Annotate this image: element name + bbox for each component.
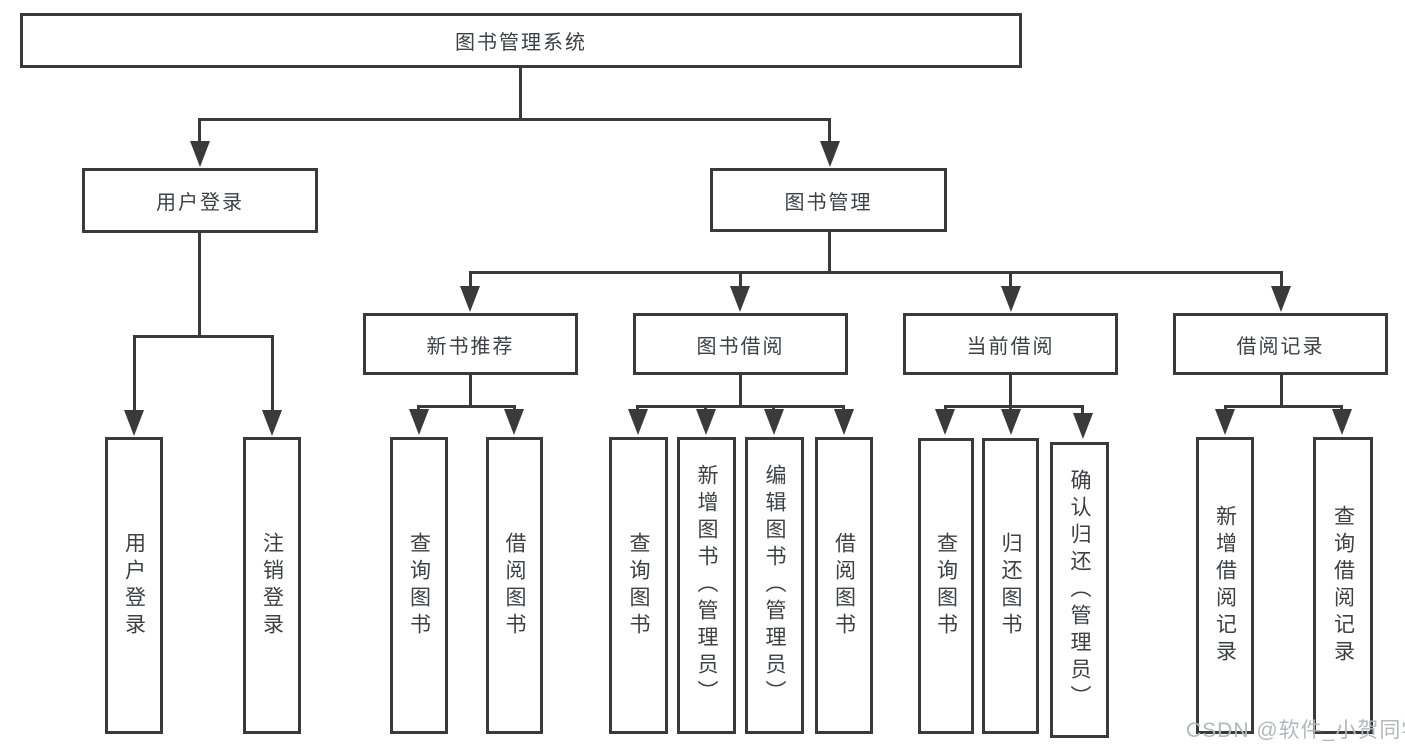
- node-new-book-recommend: 新书推荐: [363, 313, 578, 375]
- leaf-confirm-return-admin: 确认归还（管理员）: [1050, 442, 1109, 738]
- connector-stub: [842, 405, 845, 412]
- arrowhead-down-icon: [834, 409, 854, 435]
- node-label: 当前借阅: [966, 335, 1055, 358]
- node-current-borrowing: 当前借阅: [903, 313, 1118, 375]
- connector-stub: [704, 405, 707, 412]
- connector-mgmt-spread: [469, 271, 1283, 274]
- connector-stub: [1224, 405, 1227, 412]
- arrowhead-down-icon: [504, 409, 524, 435]
- leaf-add-borrow-record: 新增借阅记录: [1196, 437, 1254, 734]
- leaf-query-borrow-record: 查询借阅记录: [1313, 437, 1373, 734]
- connector-drop: [739, 375, 742, 405]
- leaf-query-books: 查询图书: [390, 437, 448, 734]
- csdn-watermark: CSDN @软件_小贺同学: [1186, 719, 1405, 742]
- node-borrowing-records: 借阅记录: [1173, 313, 1388, 375]
- node-label: 图书借阅: [696, 335, 785, 358]
- arrowhead-down-icon: [696, 409, 716, 435]
- leaf-user-login: 用户登录: [105, 437, 163, 734]
- arrowhead-down-icon: [1001, 409, 1021, 435]
- connector-login-spread: [133, 335, 274, 338]
- arrowhead-down-icon: [262, 410, 282, 436]
- connector-stub: [739, 271, 742, 288]
- arrowhead-down-icon: [460, 286, 480, 312]
- connector-stub: [1081, 405, 1084, 416]
- leaf-query-books: 查询图书: [609, 437, 668, 734]
- leaf-return-books: 归还图书: [982, 438, 1039, 734]
- connector-stub-book-mgmt: [828, 118, 831, 143]
- arrowhead-down-icon: [1271, 286, 1291, 312]
- connector-drop: [1009, 375, 1012, 405]
- connector-drop: [469, 375, 472, 405]
- connector-stub: [1280, 271, 1283, 288]
- arrowhead-down-icon: [935, 409, 955, 435]
- node-label: 借阅记录: [1236, 335, 1325, 358]
- arrowhead-down-icon: [1073, 413, 1093, 439]
- leaf-logout: 注销登录: [243, 437, 301, 734]
- connector-stub: [469, 271, 472, 288]
- connector-stub: [772, 405, 775, 412]
- leaf-borrow-books: 借阅图书: [486, 437, 543, 734]
- arrowhead-down-icon: [409, 409, 429, 435]
- connector-stub: [417, 405, 420, 412]
- leaf-query-books: 查询图书: [918, 438, 974, 734]
- arrowhead-down-icon: [1001, 286, 1021, 312]
- connector-spread: [417, 405, 516, 408]
- connector-drop: [1280, 375, 1283, 405]
- node-label: 图书管理系统: [455, 32, 587, 54]
- node-book-borrowing: 图书借阅: [633, 313, 848, 375]
- connector-stub: [1009, 271, 1012, 288]
- arrowhead-down-icon: [628, 409, 648, 435]
- connector-login-drop: [198, 233, 201, 335]
- node-label: 新书推荐: [426, 335, 515, 358]
- node-book-management: 图书管理: [710, 168, 947, 232]
- connector-stub: [1340, 405, 1343, 412]
- connector-root-drop: [519, 68, 522, 118]
- connector-stub-user-login: [198, 118, 201, 143]
- leaf-borrow-books: 借阅图书: [815, 437, 873, 734]
- connector-mgmt-drop: [828, 232, 831, 271]
- connector-spread: [944, 405, 1084, 408]
- arrowhead-down-icon: [190, 141, 210, 167]
- connector-stub: [513, 405, 516, 412]
- node-label: 图书管理: [784, 191, 873, 214]
- connector-stub: [944, 405, 947, 412]
- arrowhead-down-icon: [1332, 409, 1352, 435]
- connector-root-spread: [198, 118, 831, 121]
- node-user-login: 用户登录: [82, 168, 318, 233]
- arrowhead-down-icon: [1215, 409, 1235, 435]
- arrowhead-down-icon: [730, 286, 750, 312]
- leaf-edit-books-admin: 编辑图书（管理员）: [745, 437, 804, 734]
- node-label: 用户登录: [156, 192, 244, 214]
- connector-stub: [1009, 405, 1012, 412]
- node-library-management-system: 图书管理系统: [20, 13, 1022, 68]
- connector-stub: [636, 405, 639, 412]
- arrowhead-down-icon: [124, 410, 144, 436]
- connector-stub: [133, 335, 136, 411]
- connector-stub: [271, 335, 274, 411]
- arrowhead-down-icon: [764, 409, 784, 435]
- connector-spread: [636, 405, 845, 408]
- arrowhead-down-icon: [820, 141, 840, 167]
- connector-spread: [1224, 405, 1343, 408]
- leaf-add-books-admin: 新增图书（管理员）: [677, 437, 736, 734]
